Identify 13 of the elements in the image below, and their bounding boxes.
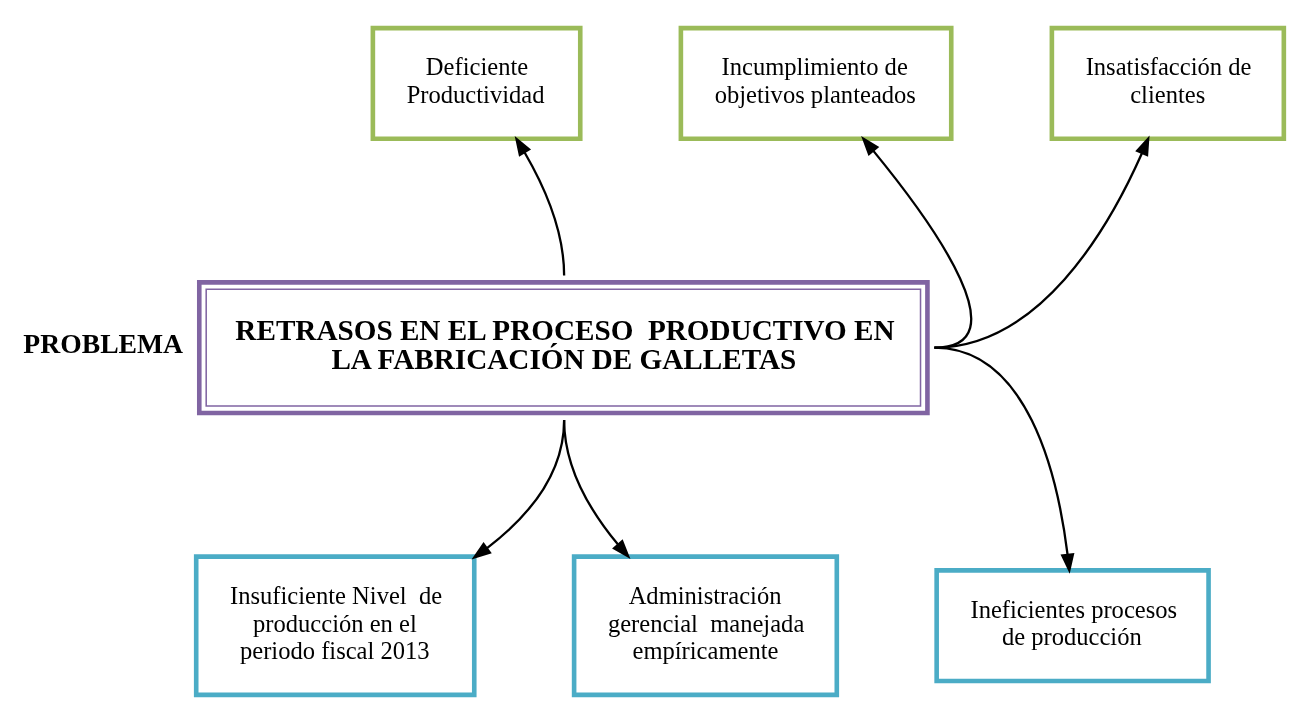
node-box: Deficiente Productividad — [370, 25, 583, 141]
arrow — [934, 135, 1150, 349]
node-box: RETRASOS EN EL PROCESO PRODUCTIVO EN LA FABRICACIÓN DE GALLETAS — [196, 279, 930, 415]
node-box: Ineficientes procesos de producción — [934, 567, 1211, 683]
arrow — [514, 135, 566, 275]
node-box: Insatisfacción de clientes — [1049, 25, 1287, 141]
node-label: PROBLEMA — [23, 327, 184, 359]
arrow — [563, 419, 631, 559]
node-box: Incumplimiento de objetivos planteados — [678, 25, 954, 141]
node-box: Administración gerencial manejada empíricamente — [571, 553, 840, 697]
arrow — [934, 346, 1075, 574]
node-box: Insuficiente Nivel de producción en el periodo fiscal 2013 — [193, 553, 477, 697]
arrow — [861, 135, 973, 349]
